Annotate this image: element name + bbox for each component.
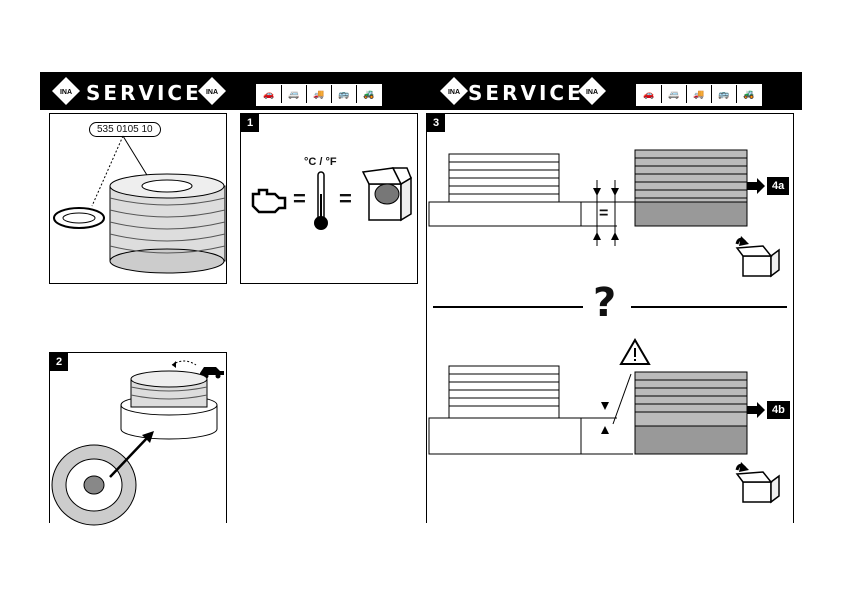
- panel-step-2: 2: [49, 352, 227, 526]
- temperature-label: °C / °F: [304, 156, 337, 168]
- truck-icon: 🚚: [687, 85, 712, 103]
- panel-step-1: 1 °C / °F = =: [240, 113, 418, 284]
- panel-part-kit: 535 0105 10: [49, 113, 227, 284]
- service-header-left: INA SERVICE INA 🚗 🚐 🚚 🚌 🚜: [40, 72, 426, 110]
- vehicle-type-strip: 🚗 🚐 🚚 🚌 🚜: [256, 84, 382, 106]
- part-number-label: 535 0105 10: [89, 122, 161, 137]
- vehicle-type-strip: 🚗 🚐 🚚 🚌 🚜: [636, 84, 762, 106]
- pulley-on-wheel-illustration: [51, 370, 218, 526]
- result-tag-4a[interactable]: 4a: [767, 177, 790, 195]
- pulley-with-washer-illustration: [53, 135, 226, 274]
- bus-icon: 🚌: [712, 85, 737, 103]
- car-icon: 🚗: [257, 85, 282, 103]
- truck-icon: 🚚: [307, 85, 332, 103]
- svg-text:INA: INA: [448, 89, 460, 96]
- brand-title: SERVICE: [468, 81, 584, 105]
- arrow-right-icon: [747, 402, 765, 418]
- panel-step-3: 3: [426, 113, 794, 523]
- thermometer-icon: [314, 171, 328, 230]
- van-icon: 🚐: [282, 85, 307, 103]
- svg-text:INA: INA: [206, 89, 218, 96]
- equals-sign: =: [599, 205, 609, 222]
- equals-sign: =: [293, 186, 306, 211]
- return-box-icon: [735, 462, 780, 504]
- step-number: 3: [427, 114, 445, 132]
- tractor-icon: 🚜: [363, 88, 375, 99]
- step-number: 2: [50, 353, 68, 371]
- brand-title: SERVICE: [86, 81, 202, 105]
- ina-logo-icon: INA: [52, 77, 80, 105]
- svg-text:INA: INA: [586, 89, 598, 96]
- ina-logo-icon: INA: [440, 77, 468, 105]
- pulley-comparison-illustration: [428, 149, 787, 455]
- ina-logo-icon: INA: [198, 77, 226, 105]
- bus-icon: 🚌: [332, 85, 357, 103]
- tractor-icon: 🚜: [743, 88, 755, 99]
- warning-triangle-icon: [619, 338, 651, 365]
- return-box-icon: [735, 236, 780, 278]
- question-mark: ?: [593, 280, 617, 326]
- step-number: 1: [241, 114, 259, 132]
- engine-warning-icon: [251, 188, 287, 214]
- parts-box-icon: [361, 167, 412, 222]
- svg-text:INA: INA: [60, 89, 72, 96]
- van-icon: 🚐: [662, 85, 687, 103]
- service-header-right: INA SERVICE INA 🚗 🚐 🚚 🚌 🚜: [426, 72, 802, 110]
- equals-sign: =: [339, 186, 352, 211]
- ina-logo-icon: INA: [578, 77, 606, 105]
- car-icon: 🚗: [637, 85, 662, 103]
- result-tag-4b[interactable]: 4b: [767, 401, 790, 419]
- arrow-right-icon: [747, 178, 765, 194]
